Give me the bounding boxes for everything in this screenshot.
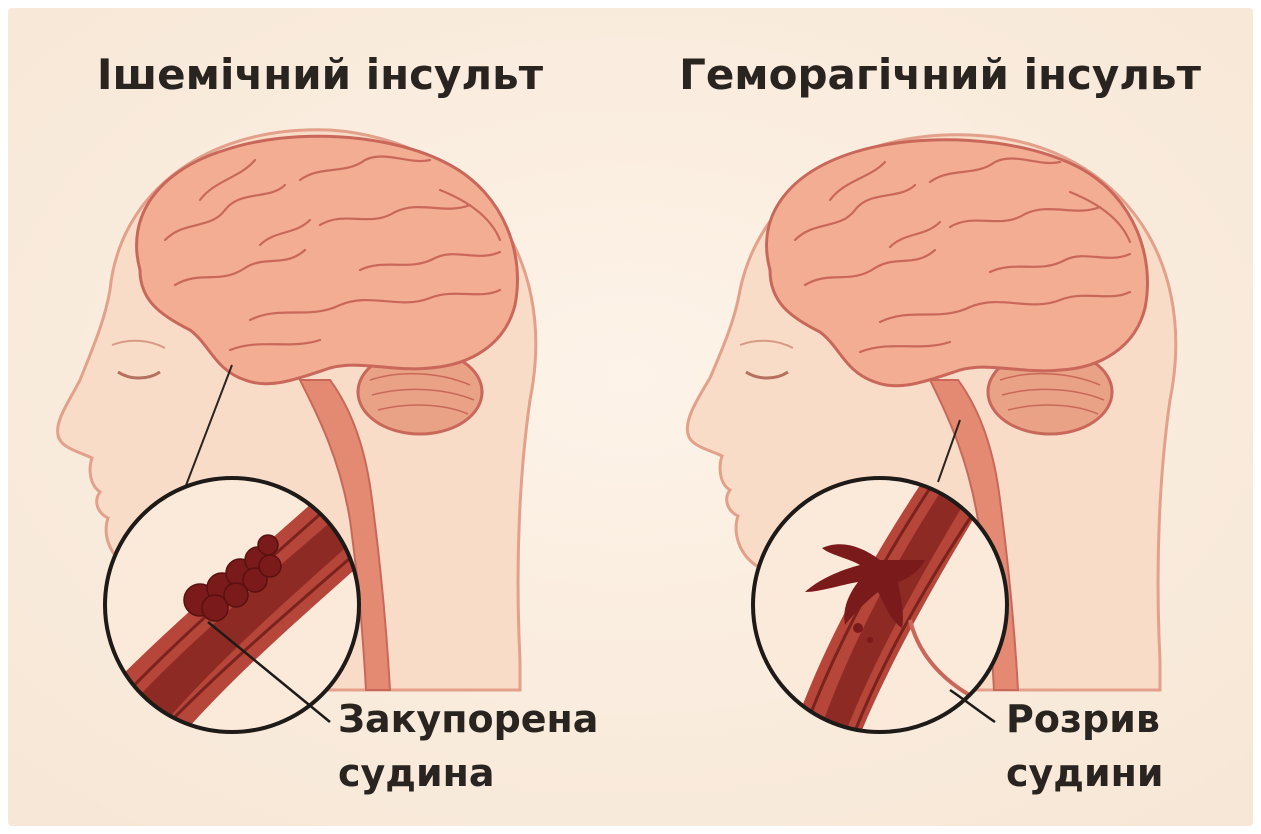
callout-label-ruptured-vessel: Розрив судини (1006, 692, 1164, 800)
callout-label-line2: судина (338, 746, 598, 800)
callout-label-line2: судини (1006, 746, 1164, 800)
callout-label-blocked-vessel: Закупорена судина (338, 692, 598, 800)
callout-label-line1: Розрив (1006, 692, 1164, 746)
title-hemorrhagic-stroke: Геморагічний інсульт (640, 40, 1240, 110)
title-ischemic-stroke: Ішемічний інсульт (10, 40, 630, 110)
callout-label-line1: Закупорена (338, 692, 598, 746)
